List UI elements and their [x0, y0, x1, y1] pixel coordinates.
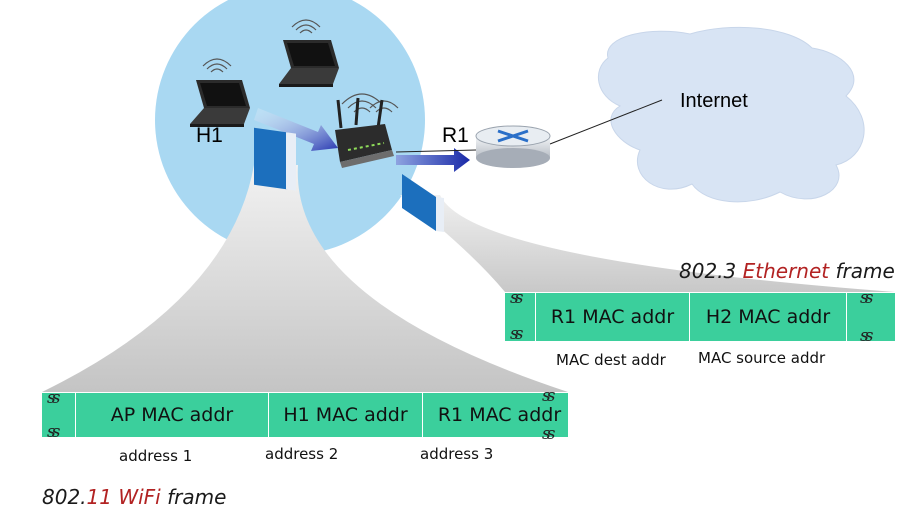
ethernet-frame-caption: 802.3 Ethernet frame	[679, 259, 895, 283]
ethernet-trailer-right	[847, 293, 895, 341]
ap-router-link	[395, 149, 477, 153]
ethernet-dest-description: MAC dest addr	[556, 351, 666, 369]
ethernet-frame-fan	[400, 195, 895, 292]
router-icon	[475, 125, 551, 168]
internet-label: Internet	[680, 90, 748, 112]
wifi-trailer-left	[42, 393, 76, 437]
ethernet-trailer-left	[505, 293, 536, 341]
wifi-address1-description: address 1	[119, 447, 193, 465]
ethernet-source-description: MAC source addr	[698, 349, 826, 367]
ethernet-break-mark-icon: ss	[860, 288, 874, 308]
wifi-break-mark-icon: ss	[542, 424, 556, 444]
wifi-flow-arrow	[254, 108, 338, 151]
wifi-access-point-icon	[335, 97, 394, 168]
wifi-address2-description: address 2	[265, 445, 339, 463]
wifi-frame: AP MAC addr H1 MAC addr R1 MAC addr	[42, 393, 577, 437]
ethernet-break-mark-icon: ss	[510, 288, 524, 308]
wifi-address2-field: H1 MAC addr	[269, 393, 423, 437]
ethernet-break-mark-icon: ss	[510, 324, 524, 344]
laptop-wifi-signal-icon	[202, 19, 399, 113]
ethernet-frame: R1 MAC addr H2 MAC addr	[505, 293, 895, 341]
wifi-break-mark-icon: ss	[542, 386, 556, 406]
wifi-address3-field: R1 MAC addr	[423, 393, 577, 437]
wifi-packet-icon	[254, 127, 296, 191]
router-r1-label: R1	[442, 124, 469, 147]
wifi-frame-fan	[42, 165, 568, 392]
ethernet-break-mark-icon: ss	[860, 326, 874, 346]
laptop-icon	[190, 80, 250, 127]
ethernet-packet-icon	[402, 174, 444, 232]
wifi-address1-field: AP MAC addr	[76, 393, 269, 437]
cloud-icon	[598, 26, 865, 203]
router-internet-link	[549, 99, 663, 145]
wifi-break-mark-icon: ss	[47, 388, 61, 408]
wifi-frame-caption: 802.11 WiFi frame	[42, 485, 227, 509]
laptop-icon	[279, 40, 339, 87]
wifi-break-mark-icon: ss	[47, 422, 61, 442]
ethernet-dest-field: R1 MAC addr	[536, 293, 690, 341]
ethernet-source-field: H2 MAC addr	[690, 293, 847, 341]
host-h1-label: H1	[196, 124, 223, 147]
wifi-address3-description: address 3	[420, 445, 494, 463]
ethernet-flow-arrow	[396, 148, 470, 172]
